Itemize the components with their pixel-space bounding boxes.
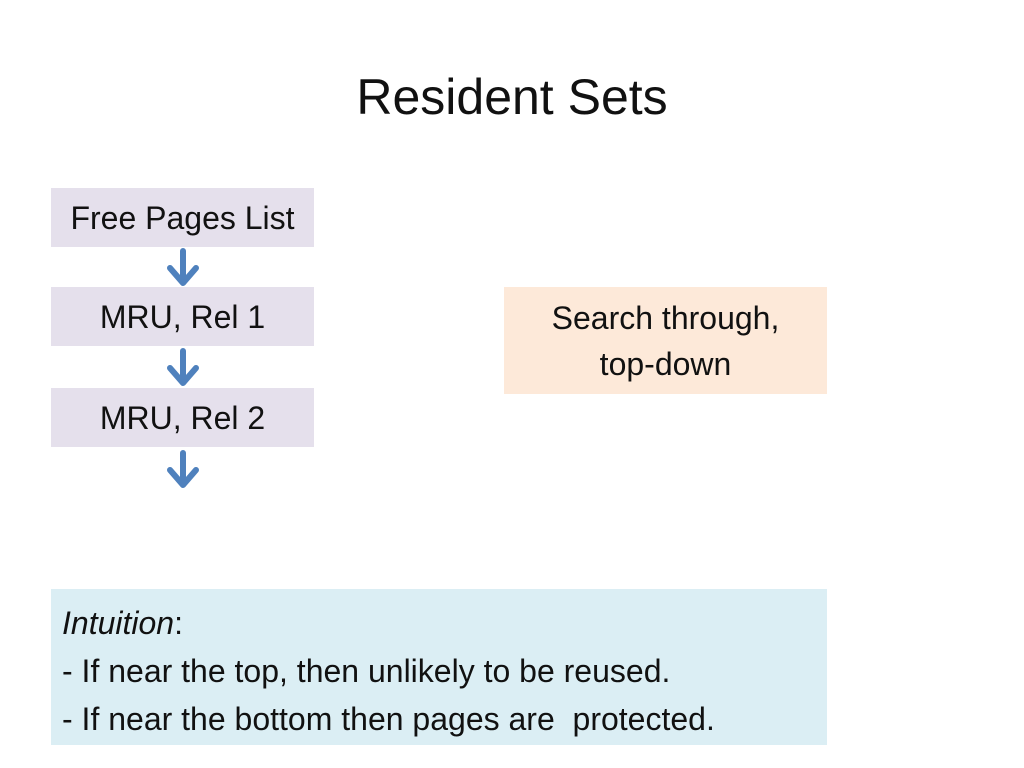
slide-title: Resident Sets xyxy=(356,69,668,125)
intuition-colon: : xyxy=(174,605,183,641)
arrow-down-icon xyxy=(167,450,199,488)
intuition-line2: - If near the bottom then pages are prot… xyxy=(62,701,715,737)
search-note-box: Search through, top-down xyxy=(504,287,827,394)
search-note-line2: top-down xyxy=(599,345,732,382)
intuition-line1: - If near the top, then unlikely to be r… xyxy=(62,653,671,689)
search-note-line1: Search through, xyxy=(551,299,780,336)
intuition-heading-line: Intuition: xyxy=(62,599,827,647)
mru-rel2-box: MRU, Rel 2 xyxy=(51,388,314,447)
intuition-box: Intuition: - If near the top, then unlik… xyxy=(51,589,827,745)
free-pages-list-box: Free Pages List xyxy=(51,188,314,247)
mru-rel1-box: MRU, Rel 1 xyxy=(51,287,314,346)
arrow-down-icon xyxy=(167,348,199,386)
free-pages-list-label: Free Pages List xyxy=(70,199,295,236)
mru-rel1-label: MRU, Rel 1 xyxy=(99,298,266,335)
arrow-down-icon xyxy=(167,248,199,286)
mru-rel2-label: MRU, Rel 2 xyxy=(99,399,266,436)
intuition-heading: Intuition xyxy=(62,605,175,641)
